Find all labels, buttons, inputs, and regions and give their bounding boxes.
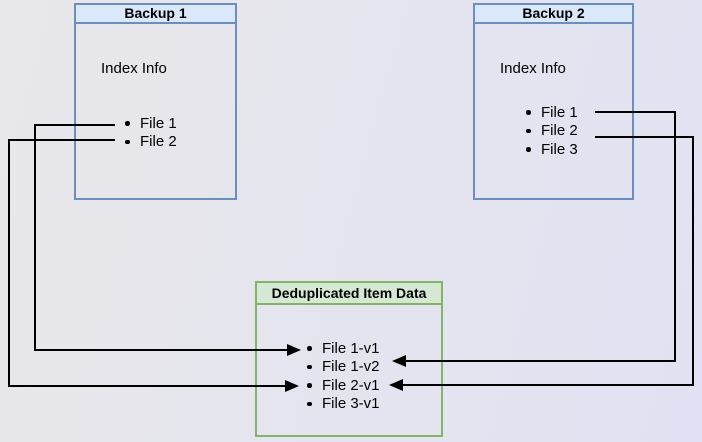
dedup-item-label: File 1-v2	[322, 358, 380, 376]
dedup-item-row: File 3-v1	[307, 395, 380, 414]
backup1-file-list: File 1 File 2	[125, 114, 177, 151]
backup1-file-label: File 1	[140, 114, 177, 132]
bullet-icon	[307, 401, 312, 406]
backup2-header: Backup 2	[475, 5, 632, 24]
bullet-icon	[526, 128, 531, 133]
backup2-file-row: File 3	[526, 140, 578, 159]
backup1-index-info-label: Index Info	[101, 60, 167, 77]
bullet-icon	[307, 383, 312, 388]
dedup-item-row: File 1-v1	[307, 339, 380, 358]
backup2-file-label: File 1	[541, 103, 578, 121]
bullet-icon	[526, 147, 531, 152]
dedup-item-list: File 1-v1 File 1-v2 File 2-v1 File 3-v1	[307, 339, 380, 413]
bullet-icon	[307, 364, 312, 369]
backup2-box: Backup 2 Index Info File 1 File 2 File 3	[473, 3, 634, 200]
backup1-file-label: File 2	[140, 133, 177, 151]
bullet-icon	[307, 346, 312, 351]
dedup-item-label: File 2-v1	[322, 376, 380, 394]
backup1-title: Backup 1	[124, 5, 187, 21]
backup2-file-label: File 3	[541, 140, 578, 158]
dedup-item-row: File 1-v2	[307, 358, 380, 377]
backup2-file-row: File 1	[526, 103, 578, 122]
backup2-file-row: File 2	[526, 122, 578, 141]
bullet-icon	[125, 121, 130, 126]
dedup-box: Deduplicated Item Data File 1-v1 File 1-…	[255, 281, 443, 437]
bullet-icon	[125, 139, 130, 144]
backup1-header: Backup 1	[76, 5, 235, 24]
dedup-item-label: File 3-v1	[322, 395, 380, 413]
backup2-title: Backup 2	[522, 5, 585, 21]
backup2-file-label: File 2	[541, 122, 578, 140]
backup1-file-row: File 2	[125, 133, 177, 152]
backup2-index-info-label: Index Info	[500, 60, 566, 77]
dedup-item-label: File 1-v1	[322, 339, 380, 357]
backup2-file-list: File 1 File 2 File 3	[526, 103, 578, 159]
backup1-file-row: File 1	[125, 114, 177, 133]
bullet-icon	[526, 110, 531, 115]
dedup-item-row: File 2-v1	[307, 376, 380, 395]
dedup-title: Deduplicated Item Data	[271, 285, 427, 301]
dedup-header: Deduplicated Item Data	[257, 283, 441, 305]
backup1-box: Backup 1 Index Info File 1 File 2	[74, 3, 237, 200]
